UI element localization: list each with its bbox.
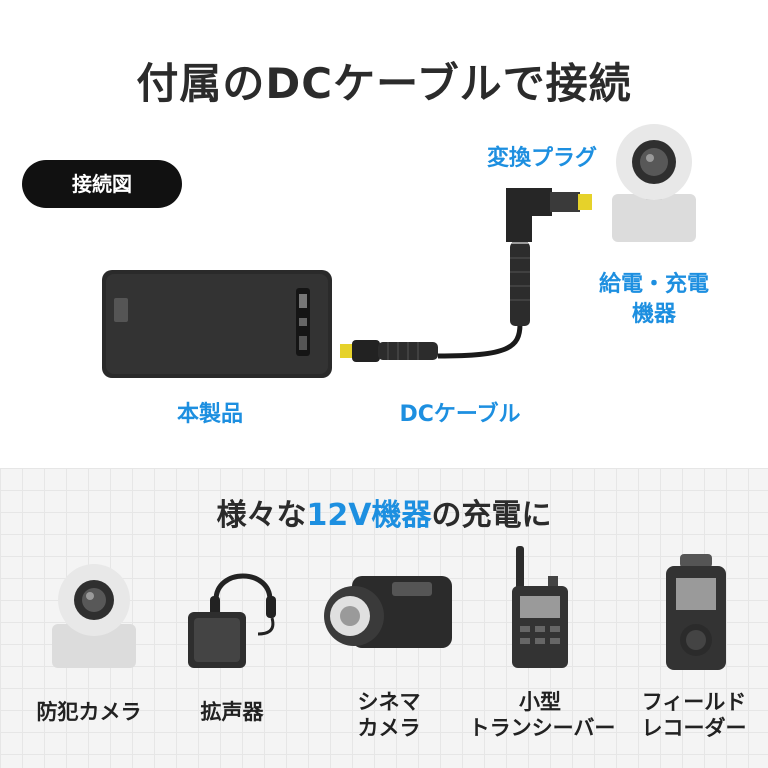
device-label-cinema-camera-line1: シネマ [357,690,421,714]
dc-cable-illustration [340,228,530,362]
device-label-transceiver-line2: トランシーバー [468,716,616,740]
subtitle-accent: 12V機器 [306,498,432,533]
product-label: 本製品 [176,402,243,427]
security-camera-icon [612,124,696,242]
device-label-line1: 給電・充電 [598,272,709,297]
subtitle-pre: 様々な [216,498,307,533]
device-label-security-camera: 防犯カメラ [36,700,142,724]
adapter-plug-illustration [506,188,592,242]
connection-diagram-section: 付属のDCケーブルで接続 接続図 変換プラグ [22,59,709,427]
subtitle-post: の充電に [431,498,552,533]
power-bank-illustration [102,270,332,378]
adapter-label: 変換プラグ [486,146,597,171]
headset-speaker-icon [188,573,276,668]
security-camera-icon [52,564,136,668]
device-label-line2: 機器 [631,302,676,327]
device-label-cinema-camera-line2: カメラ [357,716,421,740]
device-label-transceiver-line1: 小型 [519,690,561,714]
device-label-speaker: 拡声器 [200,700,264,724]
cinema-camera-icon [324,576,452,648]
cable-label: DCケーブル [399,402,521,427]
field-recorder-icon [666,554,726,670]
device-label-field-recorder-line2: レコーダー [641,716,747,740]
section-subtitle: 様々な12V機器の充電に [0,490,768,534]
diagram-pill-label: 接続図 [22,160,182,208]
transceiver-icon [512,546,568,668]
device-label-field-recorder-line1: フィールド [641,690,747,714]
page-title: 付属のDCケーブルで接続 [136,59,632,108]
